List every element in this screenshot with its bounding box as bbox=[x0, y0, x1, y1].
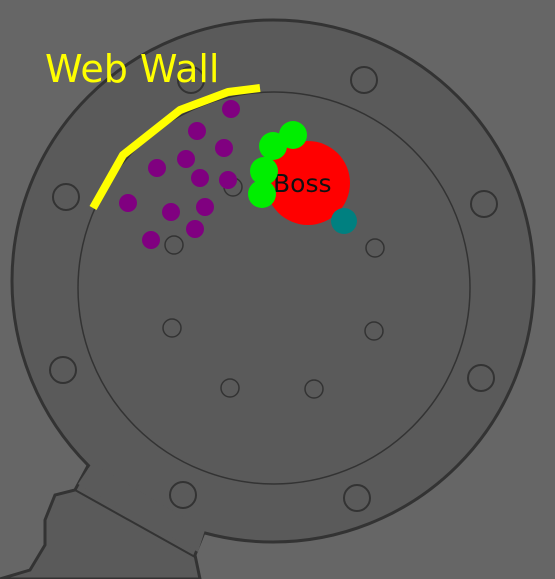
corridor-rim-patch bbox=[78, 463, 205, 552]
corridor-edge-bottom bbox=[74, 489, 196, 558]
boss-label: Boss bbox=[273, 169, 332, 198]
pillar bbox=[343, 484, 371, 512]
ranged-group bbox=[119, 100, 240, 249]
inner-pillar bbox=[220, 378, 240, 398]
raider-marker bbox=[222, 100, 240, 118]
pillar bbox=[49, 356, 77, 384]
inner-pillar bbox=[162, 318, 182, 338]
outer-pillars bbox=[49, 66, 498, 512]
pillar bbox=[470, 190, 498, 218]
inner-pillar bbox=[164, 235, 184, 255]
tank-marker bbox=[250, 157, 278, 185]
arena-inner-ring bbox=[77, 91, 471, 485]
boss-marker bbox=[266, 141, 350, 225]
inner-pillars bbox=[162, 177, 385, 399]
raider-marker bbox=[215, 139, 233, 157]
pillar bbox=[52, 183, 80, 211]
raider-marker bbox=[219, 171, 237, 189]
web-wall-label: Web Wall bbox=[45, 47, 219, 91]
pillar bbox=[467, 364, 495, 392]
pillar bbox=[350, 66, 378, 94]
raider-marker bbox=[177, 150, 195, 168]
raider-marker bbox=[162, 203, 180, 221]
raider-marker bbox=[119, 194, 137, 212]
raider-marker bbox=[196, 198, 214, 216]
arena-outer-ring bbox=[10, 18, 536, 544]
pillar bbox=[169, 481, 197, 509]
pillar bbox=[177, 66, 205, 94]
raider-marker bbox=[148, 159, 166, 177]
tank-group bbox=[248, 121, 307, 208]
tank-marker bbox=[259, 132, 287, 160]
inner-pillar bbox=[365, 238, 385, 258]
inner-pillar bbox=[304, 379, 324, 399]
raider-marker bbox=[191, 169, 209, 187]
inner-pillar bbox=[364, 321, 384, 341]
teal-unit-marker bbox=[331, 208, 357, 234]
tank-marker bbox=[248, 180, 276, 208]
raider-marker bbox=[188, 122, 206, 140]
arena bbox=[0, 18, 536, 579]
web-wall-line bbox=[89, 84, 261, 210]
raider-marker bbox=[142, 231, 160, 249]
raider-marker bbox=[186, 220, 204, 238]
